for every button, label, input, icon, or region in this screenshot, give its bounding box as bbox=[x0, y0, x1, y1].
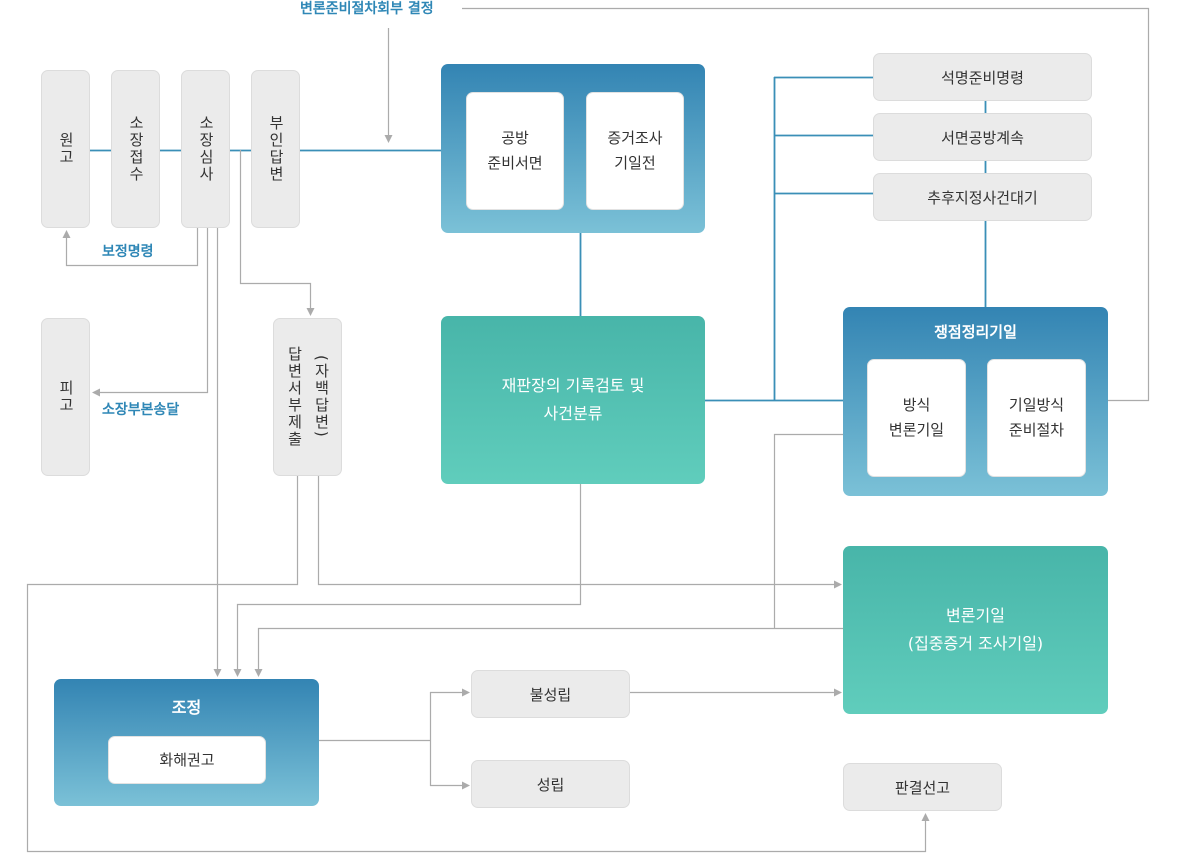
card-line: 증거조사 bbox=[607, 129, 663, 147]
succeeded-box: 성립 bbox=[471, 760, 630, 808]
complaint-review-box: 소장심사 bbox=[181, 70, 230, 228]
arrowhead bbox=[92, 388, 100, 397]
arrowhead bbox=[462, 781, 470, 790]
case-review-box: 재판장의 기록검토 및 사건분류 bbox=[441, 316, 705, 484]
defendant-label: 피고 bbox=[57, 380, 75, 414]
card-line: 기일전 bbox=[614, 154, 656, 172]
clarification-order-box: 석명준비명령 bbox=[873, 53, 1092, 101]
arrowhead bbox=[213, 669, 222, 677]
card-line: 방식 bbox=[902, 396, 931, 414]
plaintiff-box: 원고 bbox=[41, 70, 90, 228]
issue-to-mediation-line bbox=[773, 433, 843, 629]
plaintiff-label: 원고 bbox=[57, 132, 75, 166]
no-answer-to-hearing-line bbox=[317, 476, 836, 586]
preparation-box: 공방 준비서면 증거조사 기일전 bbox=[441, 64, 705, 233]
complaint-receipt-box: 소장접수 bbox=[111, 70, 160, 228]
order-label: 추후지정사건대기 bbox=[927, 188, 1038, 207]
referral-decision-label: 변론준비절차회부 결정 bbox=[298, 0, 436, 18]
mediation-box: 조정 화해권고 bbox=[54, 679, 319, 806]
arrowhead bbox=[921, 813, 930, 821]
referral-decision-line bbox=[462, 7, 1150, 402]
pleading-hearing-line: 변론기일 bbox=[946, 606, 1005, 625]
no-answer-label: 답변서부제출 bbox=[285, 346, 304, 448]
denial-answer-label: 부인답변 bbox=[267, 115, 285, 183]
case-review-line: 사건분류 bbox=[543, 404, 603, 423]
order-label: 석명준비명령 bbox=[941, 68, 1024, 87]
arrowhead bbox=[384, 135, 393, 143]
no-answer-box: 답변서부제출 (자백답변) bbox=[273, 318, 342, 476]
arrowhead bbox=[233, 669, 242, 677]
no-answer-to-judgment-line bbox=[26, 476, 927, 853]
no-answer-text: 답변서부제출 (자백답변) bbox=[285, 346, 331, 448]
arrowhead bbox=[254, 669, 263, 677]
card-line: 공방 bbox=[501, 129, 529, 147]
card-line: 변론기일 bbox=[888, 421, 945, 439]
pending-case-box: 추후지정사건대기 bbox=[873, 173, 1092, 221]
denial-answer-box: 부인답변 bbox=[251, 70, 300, 228]
issue-hearing-box: 쟁점정리기일 방식 변론기일 기일방식 준비절차 bbox=[843, 307, 1108, 496]
judgment-box: 판결선고 bbox=[843, 763, 1002, 811]
failed-label: 불성립 bbox=[529, 685, 572, 704]
card-line: 준비절차 bbox=[1008, 421, 1065, 439]
arrowhead bbox=[834, 688, 842, 697]
issue-hearing-title: 쟁점정리기일 bbox=[934, 323, 1017, 341]
prep-brief-card: 공방 준비서면 bbox=[466, 92, 564, 210]
card-line: 화해권고 bbox=[159, 750, 215, 769]
pleading-hearing-line: (집중증거 조사기일) bbox=[907, 634, 1044, 653]
complaint-receipt-label: 소장접수 bbox=[127, 115, 145, 183]
mediation-title: 조정 bbox=[171, 698, 202, 717]
complaint-service-line bbox=[98, 228, 209, 394]
failed-box: 불성립 bbox=[471, 670, 630, 718]
case-review-to-mediation-line bbox=[236, 484, 582, 671]
pleading-hearing-box: 변론기일 (집중증거 조사기일) bbox=[843, 546, 1108, 714]
correction-order-line bbox=[65, 228, 199, 267]
card-line: 기일방식 bbox=[1008, 396, 1065, 414]
hearing-to-mediation-line bbox=[257, 627, 843, 671]
denial-branch-line bbox=[239, 150, 312, 310]
arrowhead bbox=[62, 230, 71, 238]
succeeded-label: 성립 bbox=[536, 775, 565, 794]
defendant-box: 피고 bbox=[41, 318, 90, 476]
complaint-review-label: 소장심사 bbox=[197, 115, 215, 183]
arrowhead bbox=[462, 688, 470, 697]
correction-order-label: 보정명령 bbox=[102, 243, 154, 261]
complaint-service-label: 소장부본송달 bbox=[102, 401, 180, 419]
pre-evidence-card: 증거조사 기일전 bbox=[586, 92, 684, 210]
confession-answer-label: (자백답변) bbox=[312, 355, 331, 439]
card-line: 준비서면 bbox=[487, 154, 543, 172]
formal-hearing-card: 방식 변론기일 bbox=[867, 359, 966, 477]
written-exchange-box: 서면공방계속 bbox=[873, 113, 1092, 161]
arrowhead bbox=[834, 580, 842, 589]
prep-procedure-card: 기일방식 준비절차 bbox=[987, 359, 1086, 477]
settlement-card: 화해권고 bbox=[108, 736, 266, 784]
case-review-line: 재판장의 기록검토 및 bbox=[501, 376, 645, 395]
arrowhead bbox=[306, 308, 315, 316]
judgment-label: 판결선고 bbox=[894, 778, 951, 797]
order-label: 서면공방계속 bbox=[941, 128, 1024, 147]
